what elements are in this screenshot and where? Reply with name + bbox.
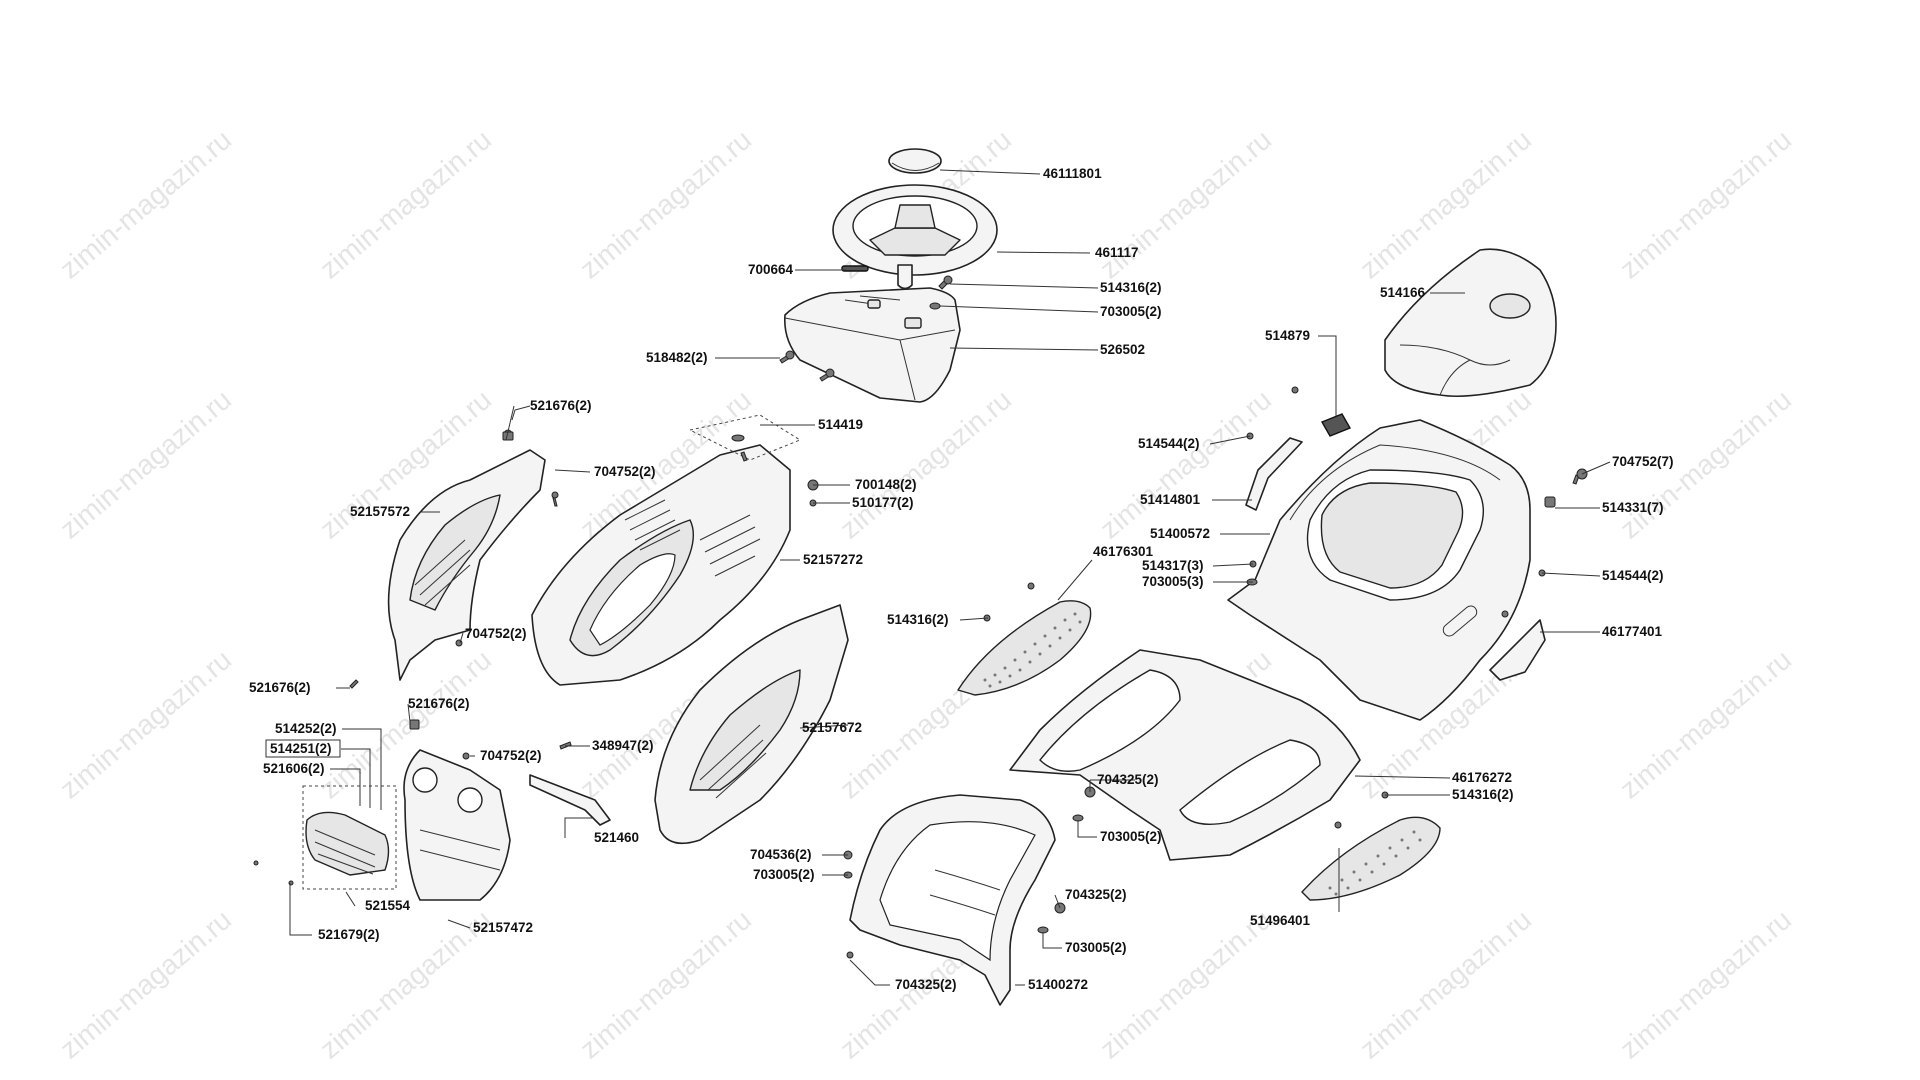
screw-704752-7	[1572, 468, 1588, 485]
part-label: 526502	[1100, 342, 1145, 357]
part-label: 700664	[748, 262, 794, 277]
watermark: zimin-magazin.ru	[1614, 904, 1797, 1065]
watermark: zimin-magazin.ru	[574, 124, 757, 285]
bracket-521460	[529, 774, 611, 826]
part-label: 51496401	[1250, 913, 1311, 928]
part-label: 514316(2)	[1452, 787, 1514, 802]
foot-mat-right	[1301, 816, 1441, 901]
part-label: 52157672	[802, 720, 862, 735]
part-label: 52157572	[350, 504, 410, 519]
part-label: 521676(2)	[408, 696, 470, 711]
rear-fender	[1227, 419, 1531, 721]
hood	[531, 444, 791, 686]
part-label: 704752(2)	[465, 626, 527, 641]
watermark: zimin-magazin.ru	[54, 904, 237, 1065]
floor-panel	[1009, 649, 1361, 861]
side-panel-right	[654, 604, 849, 845]
part-label: 703005(2)	[753, 867, 815, 882]
part-label: 348947(2)	[592, 738, 654, 753]
part-label: 521679(2)	[318, 927, 380, 942]
part-label: 52157472	[473, 920, 533, 935]
part-label: 46111801	[1043, 166, 1102, 181]
part-label: 514331(7)	[1602, 500, 1664, 515]
part-label: 514544(2)	[1602, 568, 1664, 583]
part-label: 518482(2)	[646, 350, 708, 365]
part-label: 514544(2)	[1138, 436, 1200, 451]
part-label: 51414801	[1140, 492, 1201, 507]
front-grille-housing	[403, 749, 511, 901]
screw-514316-a	[938, 275, 953, 290]
hood-vent-grille	[624, 499, 761, 577]
foot-mat-left	[957, 600, 1092, 696]
watermark: zimin-magazin.ru	[834, 384, 1017, 545]
part-label: 514419	[818, 417, 863, 432]
seat-bracket	[1245, 437, 1303, 511]
part-label: 46176301	[1093, 544, 1154, 559]
bracket-46177401	[1489, 619, 1546, 681]
watermark: zimin-magazin.ru	[1094, 384, 1277, 545]
part-label: 521460	[594, 830, 639, 845]
screw-518482-a	[779, 350, 795, 364]
part-label: 704325(2)	[895, 977, 957, 992]
side-panel-left	[387, 449, 546, 681]
watermark: zimin-magazin.ru	[54, 384, 237, 545]
watermark: zimin-magazin.ru	[1614, 124, 1797, 285]
part-label: 46176272	[1452, 770, 1512, 785]
part-label: 703005(2)	[1065, 940, 1127, 955]
part-label: 521606(2)	[263, 761, 325, 776]
seat	[1384, 248, 1557, 398]
watermark: zimin-magazin.ru	[1094, 124, 1277, 285]
screw-518482-b	[819, 368, 835, 382]
steering-wheel-cap	[888, 148, 942, 174]
part-label: 704325(2)	[1065, 887, 1127, 902]
part-label: 514252(2)	[275, 721, 337, 736]
watermark: zimin-magazin.ru	[314, 124, 497, 285]
washer-703005-a	[929, 302, 941, 310]
part-labels: 46111801 461117 700664 514316(2) 703005(…	[249, 166, 1674, 992]
part-label: 704752(2)	[594, 464, 656, 479]
part-label: 461117	[1095, 245, 1139, 260]
front-frame	[849, 794, 1056, 1006]
part-label: 514316(2)	[1100, 280, 1162, 295]
grille-assembly	[302, 785, 397, 890]
part-label: 514166	[1380, 285, 1426, 300]
part-label: 704536(2)	[750, 847, 812, 862]
part-label: 700148(2)	[855, 477, 917, 492]
watermark: zimin-magazin.ru	[574, 904, 757, 1065]
steering-wheel	[832, 184, 998, 290]
part-label: 510177(2)	[852, 495, 914, 510]
part-label: 514316(2)	[887, 612, 949, 627]
part-label: 703005(2)	[1100, 304, 1162, 319]
switch-514879	[1320, 413, 1352, 437]
part-label: 514251(2)	[270, 741, 332, 756]
pin-700664	[841, 265, 869, 272]
watermark: zimin-magazin.ru	[1354, 904, 1537, 1065]
part-label: 51400572	[1150, 526, 1210, 541]
part-label: 51400272	[1028, 977, 1088, 992]
part-label: 703005(3)	[1142, 574, 1204, 589]
part-label: 704752(2)	[480, 748, 542, 763]
part-label: 521554	[365, 898, 411, 913]
part-label: 514879	[1265, 328, 1310, 343]
leader-lines	[289, 169, 1611, 986]
watermark: zimin-magazin.ru	[1614, 644, 1797, 805]
part-label: 521676(2)	[249, 680, 311, 695]
part-label: 514317(3)	[1142, 558, 1204, 573]
watermark: zimin-magazin.ru	[54, 124, 237, 285]
part-label: 704752(7)	[1612, 454, 1674, 469]
plate-514419	[688, 414, 802, 462]
clip-514331	[1544, 496, 1556, 508]
part-label: 704325(2)	[1097, 772, 1159, 787]
part-label: 521676(2)	[530, 398, 592, 413]
part-label: 46177401	[1602, 624, 1663, 639]
part-label: 703005(2)	[1100, 829, 1162, 844]
part-label: 52157272	[803, 552, 863, 567]
highlighted-label-box	[265, 739, 341, 758]
watermark: zimin-magazin.ru	[54, 644, 237, 805]
